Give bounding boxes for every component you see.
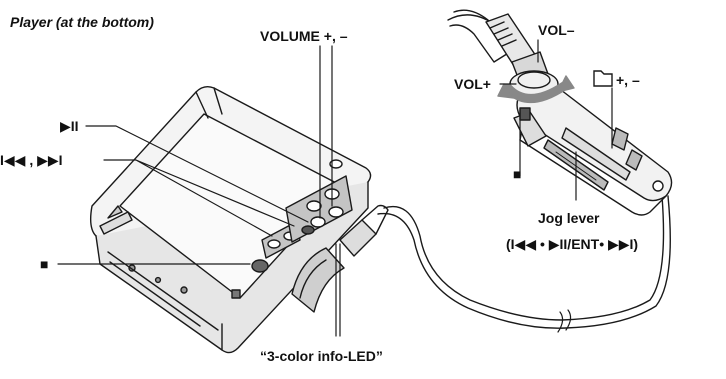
caption-player-bottom: Player (at the bottom)	[10, 14, 154, 30]
label-volume-plus-minus: VOLUME +, –	[260, 28, 348, 44]
remote-cable	[383, 195, 665, 321]
player-button-panel	[251, 159, 353, 273]
label-vol-minus: VOL–	[538, 22, 575, 38]
player-jack	[339, 204, 389, 257]
label-jog-lever: Jog lever	[538, 210, 600, 226]
leader-lines	[57, 39, 613, 337]
label-folder-plus-minus: +, –	[616, 72, 640, 88]
folder-icon	[593, 70, 613, 87]
label-stop-player: ■	[40, 256, 49, 272]
label-stop-remote: ■	[513, 166, 522, 182]
label-play-pause: ▶II	[60, 118, 79, 134]
label-info-led: “3-color info-LED”	[260, 348, 383, 364]
vol-rotation-arrow	[497, 75, 575, 103]
label-vol-plus: VOL+	[454, 76, 491, 92]
label-jog-lever-functions: (I◀◀ • ▶II/ENT• ▶▶I)	[506, 236, 639, 252]
remote-connector	[447, 9, 559, 98]
label-prev-next: I◀◀ , ▶▶I	[0, 152, 63, 168]
